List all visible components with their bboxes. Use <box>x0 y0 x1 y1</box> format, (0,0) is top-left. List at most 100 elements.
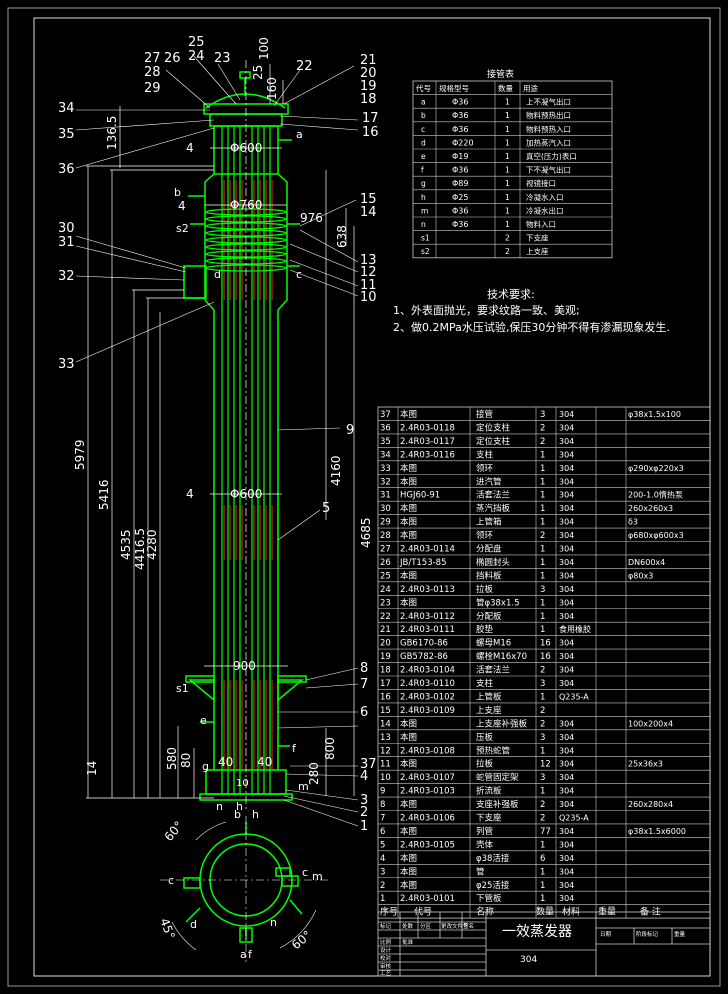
bom-no: 24 <box>380 585 391 595</box>
bom-code: 2.4R03-0103 <box>400 787 455 797</box>
bom-name: 支柱 <box>476 449 494 460</box>
bom-material: 304 <box>559 666 574 675</box>
bom-no: 35 <box>380 437 391 447</box>
bom-name: 拉板 <box>476 759 494 770</box>
nozzle-use: 物料入口 <box>526 219 556 229</box>
bom-material: Q235-A <box>559 692 589 701</box>
nozzle-letter-s2: s2 <box>176 222 189 235</box>
bom-qty: 2 <box>540 706 545 716</box>
bom-material: 304 <box>559 437 574 446</box>
bom-material: 304 <box>559 894 574 903</box>
callout-15: 15 <box>360 192 377 207</box>
nozzle-letter-s1: s1 <box>176 682 189 695</box>
bom-code: 2.4R03-0111 <box>400 625 455 635</box>
bom-material: 304 <box>559 854 574 863</box>
bom-material: 304 <box>559 531 574 540</box>
bom-qty: 1 <box>540 518 545 528</box>
dim-four-c: 4 <box>186 487 194 501</box>
nozzle-qty: 1 <box>505 206 510 215</box>
nozzle-letter-b: b <box>174 186 181 199</box>
callout-5: 5 <box>322 501 330 516</box>
bom-no: 27 <box>380 545 391 555</box>
tube-bundle <box>221 126 273 794</box>
bom-no: 1 <box>380 894 385 904</box>
bom-name: 支座补强板 <box>476 799 519 810</box>
title-block-label: 重量 <box>674 930 686 938</box>
dim-136-5: 136.5 <box>105 116 119 150</box>
bom-material: 304 <box>559 746 574 755</box>
bom-code: 2.4R03-0117 <box>400 437 455 447</box>
nozzle-spec: Φ25 <box>452 193 468 202</box>
bom-code: 本图 <box>400 853 417 864</box>
bom-material: 304 <box>559 585 574 594</box>
title-block-label: 批准 <box>402 938 414 946</box>
bom-name: 领环 <box>476 530 494 541</box>
bom-remark: 200-1.0惰热泵 <box>628 490 683 500</box>
section-letter-d: d <box>190 918 197 931</box>
nozzle-spec: Φ36 <box>452 220 468 229</box>
bom-name: 列管 <box>476 826 493 837</box>
nozzle-qty: 1 <box>505 193 510 202</box>
bom-qty: 2 <box>540 814 545 824</box>
callout-18: 18 <box>360 92 377 107</box>
dim-4535: 4535 <box>119 529 133 560</box>
bom-no: 13 <box>380 733 391 743</box>
bom-code: 本图 <box>400 530 417 541</box>
nozzle-use: 上不凝气出口 <box>526 97 571 107</box>
bom-code: 本图 <box>400 409 417 420</box>
title-block-label: 校对 <box>380 954 392 962</box>
bom-name: 支柱 <box>476 678 494 689</box>
nozzle-spec: Φ36 <box>452 98 468 107</box>
nozzle-spec: Φ36 <box>452 166 468 175</box>
bom-qty: 1 <box>540 881 545 891</box>
section-view <box>183 822 303 943</box>
bom-code: 2.4R03-0113 <box>400 585 455 595</box>
bom-code: 2.4R03-0109 <box>400 706 455 716</box>
bom-qty: 3 <box>540 773 545 783</box>
bom-remark: φ38x1.5x100 <box>628 410 681 419</box>
angle-60-b: 60° <box>289 928 314 952</box>
callout-22: 22 <box>296 59 313 74</box>
callout-29: 29 <box>144 81 161 96</box>
bom-code: 2.4R03-0107 <box>400 773 455 783</box>
callout-19: 19 <box>360 79 377 94</box>
nozzle-qty: 1 <box>505 166 510 175</box>
section-letter-c: c <box>168 874 174 887</box>
bom-no: 37 <box>380 410 391 420</box>
bom-no: 12 <box>380 746 391 756</box>
bom-no: 36 <box>380 423 391 433</box>
bom-name: 进汽管 <box>476 476 502 487</box>
evaporator-elevation <box>183 71 307 801</box>
bom-material: 304 <box>559 652 574 661</box>
bom-code: 2.4R03-0110 <box>400 679 455 689</box>
nozzle-qty: 1 <box>505 138 510 147</box>
callout-2: 2 <box>360 805 368 820</box>
callout-37: 37 <box>360 757 377 772</box>
bom-name: 壳体 <box>476 839 494 850</box>
bom-qty: 1 <box>540 692 545 702</box>
drawing-labels: Φ600 Φ760 Φ600 900 4 4 4 40 40 10 <box>178 141 272 789</box>
dim-forty-b: 40 <box>257 755 272 769</box>
bom-no: 2 <box>380 881 385 891</box>
bom-code: 2.4R03-0112 <box>400 612 455 622</box>
nozzle-code: s1 <box>421 234 430 243</box>
bom-remark: φ80x3 <box>628 571 653 580</box>
nozzle-header: 用途 <box>523 83 538 93</box>
bom-qty: 1 <box>540 746 545 756</box>
title-block-label: 审核 <box>380 962 392 970</box>
bom-no: 8 <box>380 800 385 810</box>
nozzle-letter-e: e <box>200 714 207 727</box>
bom-code: 2.4R03-0104 <box>400 666 455 676</box>
nozzle-code: h <box>421 193 426 202</box>
section-letter-n: n <box>270 916 277 929</box>
title-block-label: 签名 <box>463 922 474 930</box>
bom-name: 胶垫 <box>476 624 494 635</box>
bom-name: 拉板 <box>476 584 494 595</box>
dim-5979: 5979 <box>73 439 87 470</box>
callout-7: 7 <box>360 677 368 692</box>
callout-10: 10 <box>360 290 377 305</box>
bom-code: 本图 <box>400 570 417 581</box>
bom-material: 304 <box>559 800 574 809</box>
